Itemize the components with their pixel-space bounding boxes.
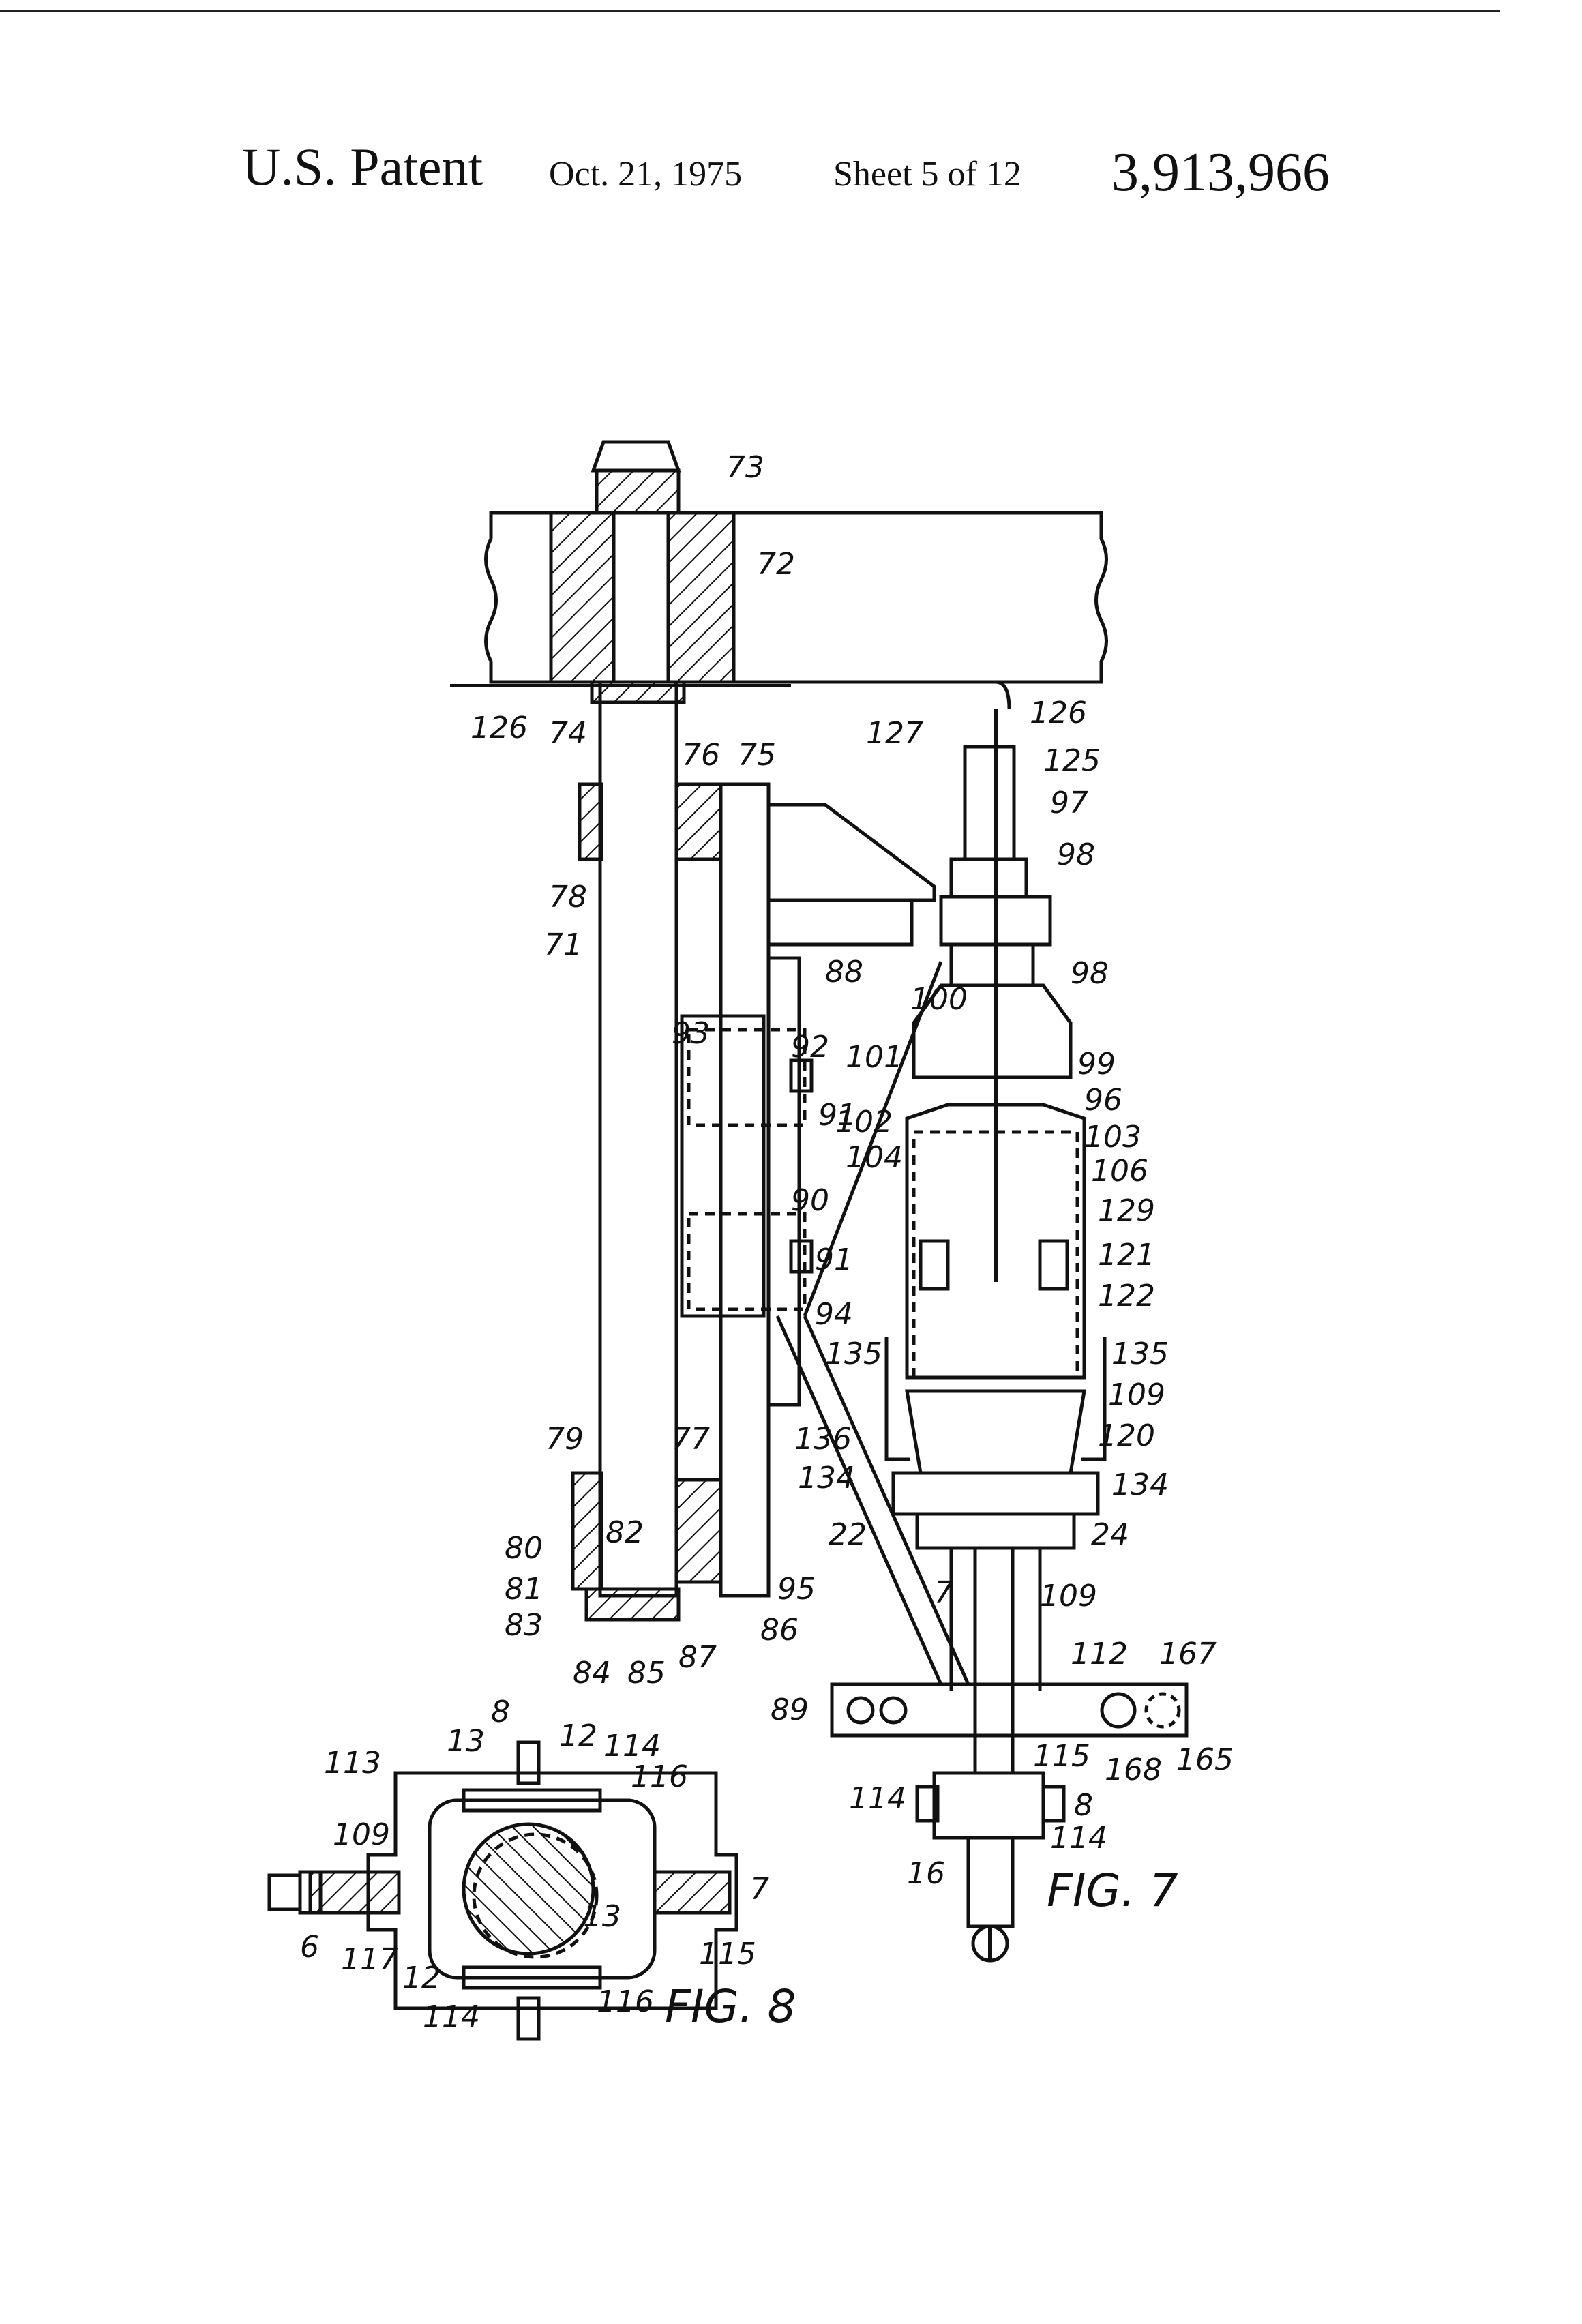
label-103: 103	[1084, 1120, 1141, 1154]
label-127: 127	[866, 716, 923, 751]
label-6: 6	[300, 1930, 319, 1965]
label-109a: 109	[1108, 1377, 1165, 1412]
label-78: 78	[549, 880, 587, 914]
label-167: 167	[1159, 1637, 1217, 1671]
label-94: 94	[815, 1297, 853, 1332]
label-81: 81	[505, 1572, 543, 1607]
label-87: 87	[678, 1640, 717, 1675]
label-109b: 109	[1040, 1579, 1097, 1613]
label-13b: 13	[583, 1899, 621, 1934]
label-115b: 115	[699, 1937, 756, 1971]
figure-8-caption: FIG. 8	[665, 1980, 796, 2033]
label-100: 100	[910, 982, 968, 1017]
label-114a: 114	[849, 1781, 906, 1816]
label-115a: 115	[1033, 1739, 1090, 1774]
label-83: 83	[505, 1608, 543, 1643]
label-129: 129	[1098, 1193, 1155, 1228]
label-134b: 134	[1111, 1468, 1169, 1502]
label-76: 76	[682, 738, 720, 773]
label-99: 99	[1077, 1047, 1116, 1082]
label-24: 24	[1091, 1517, 1129, 1552]
label-80: 80	[505, 1531, 543, 1566]
label-92: 92	[791, 1030, 829, 1064]
label-126a: 126	[471, 711, 528, 745]
label-112: 112	[1071, 1637, 1128, 1671]
label-116a: 116	[631, 1759, 688, 1794]
label-73: 73	[726, 450, 764, 485]
label-8b: 8	[491, 1695, 510, 1729]
label-168: 168	[1105, 1753, 1162, 1787]
label-126b: 126	[1030, 696, 1087, 730]
label-75: 75	[738, 738, 776, 773]
label-114c: 114	[603, 1729, 661, 1763]
label-7a: 7	[934, 1575, 953, 1610]
label-116b: 116	[597, 1984, 654, 2019]
label-89: 89	[771, 1693, 809, 1727]
label-165: 165	[1176, 1742, 1234, 1777]
label-135b: 135	[1111, 1337, 1169, 1371]
label-136: 136	[794, 1422, 852, 1457]
label-72: 72	[757, 547, 795, 582]
label-74: 74	[549, 716, 587, 751]
reference-labels: 73 72 126 74 127 126 125 76 75 97 78 98 …	[300, 450, 1234, 2034]
label-13a: 13	[447, 1724, 485, 1759]
label-82: 82	[606, 1515, 644, 1550]
label-16: 16	[907, 1856, 945, 1891]
label-22: 22	[829, 1517, 867, 1552]
label-7b: 7	[750, 1872, 769, 1907]
label-121: 121	[1098, 1238, 1155, 1272]
label-135a: 135	[825, 1337, 882, 1371]
label-117: 117	[341, 1942, 398, 1977]
label-114b: 114	[1050, 1821, 1107, 1856]
label-102: 102	[835, 1105, 893, 1139]
label-86: 86	[760, 1613, 799, 1648]
label-113: 113	[324, 1746, 381, 1781]
label-104: 104	[846, 1140, 903, 1175]
label-79: 79	[546, 1422, 584, 1457]
label-114d: 114	[423, 1999, 480, 2034]
label-109c: 109	[333, 1817, 390, 1852]
label-8a: 8	[1074, 1788, 1093, 1823]
label-122: 122	[1098, 1279, 1155, 1313]
label-106: 106	[1091, 1154, 1148, 1189]
label-97: 97	[1050, 786, 1088, 820]
label-12a: 12	[559, 1718, 597, 1753]
label-98b: 98	[1071, 956, 1109, 991]
label-85: 85	[627, 1656, 666, 1690]
label-95: 95	[777, 1572, 816, 1607]
label-90: 90	[791, 1183, 829, 1218]
label-93: 93	[672, 1016, 710, 1051]
label-98a: 98	[1057, 837, 1095, 872]
label-120: 120	[1098, 1418, 1155, 1453]
label-77: 77	[672, 1422, 710, 1457]
figure-7-caption: FIG. 7	[1047, 1864, 1178, 1917]
label-12b: 12	[402, 1961, 441, 1995]
label-96: 96	[1084, 1083, 1122, 1118]
label-91b: 91	[815, 1242, 853, 1277]
label-71: 71	[544, 927, 582, 962]
label-88: 88	[825, 955, 863, 989]
label-125: 125	[1043, 743, 1101, 778]
label-101: 101	[846, 1040, 903, 1075]
label-134a: 134	[798, 1461, 855, 1495]
label-84: 84	[573, 1656, 611, 1690]
